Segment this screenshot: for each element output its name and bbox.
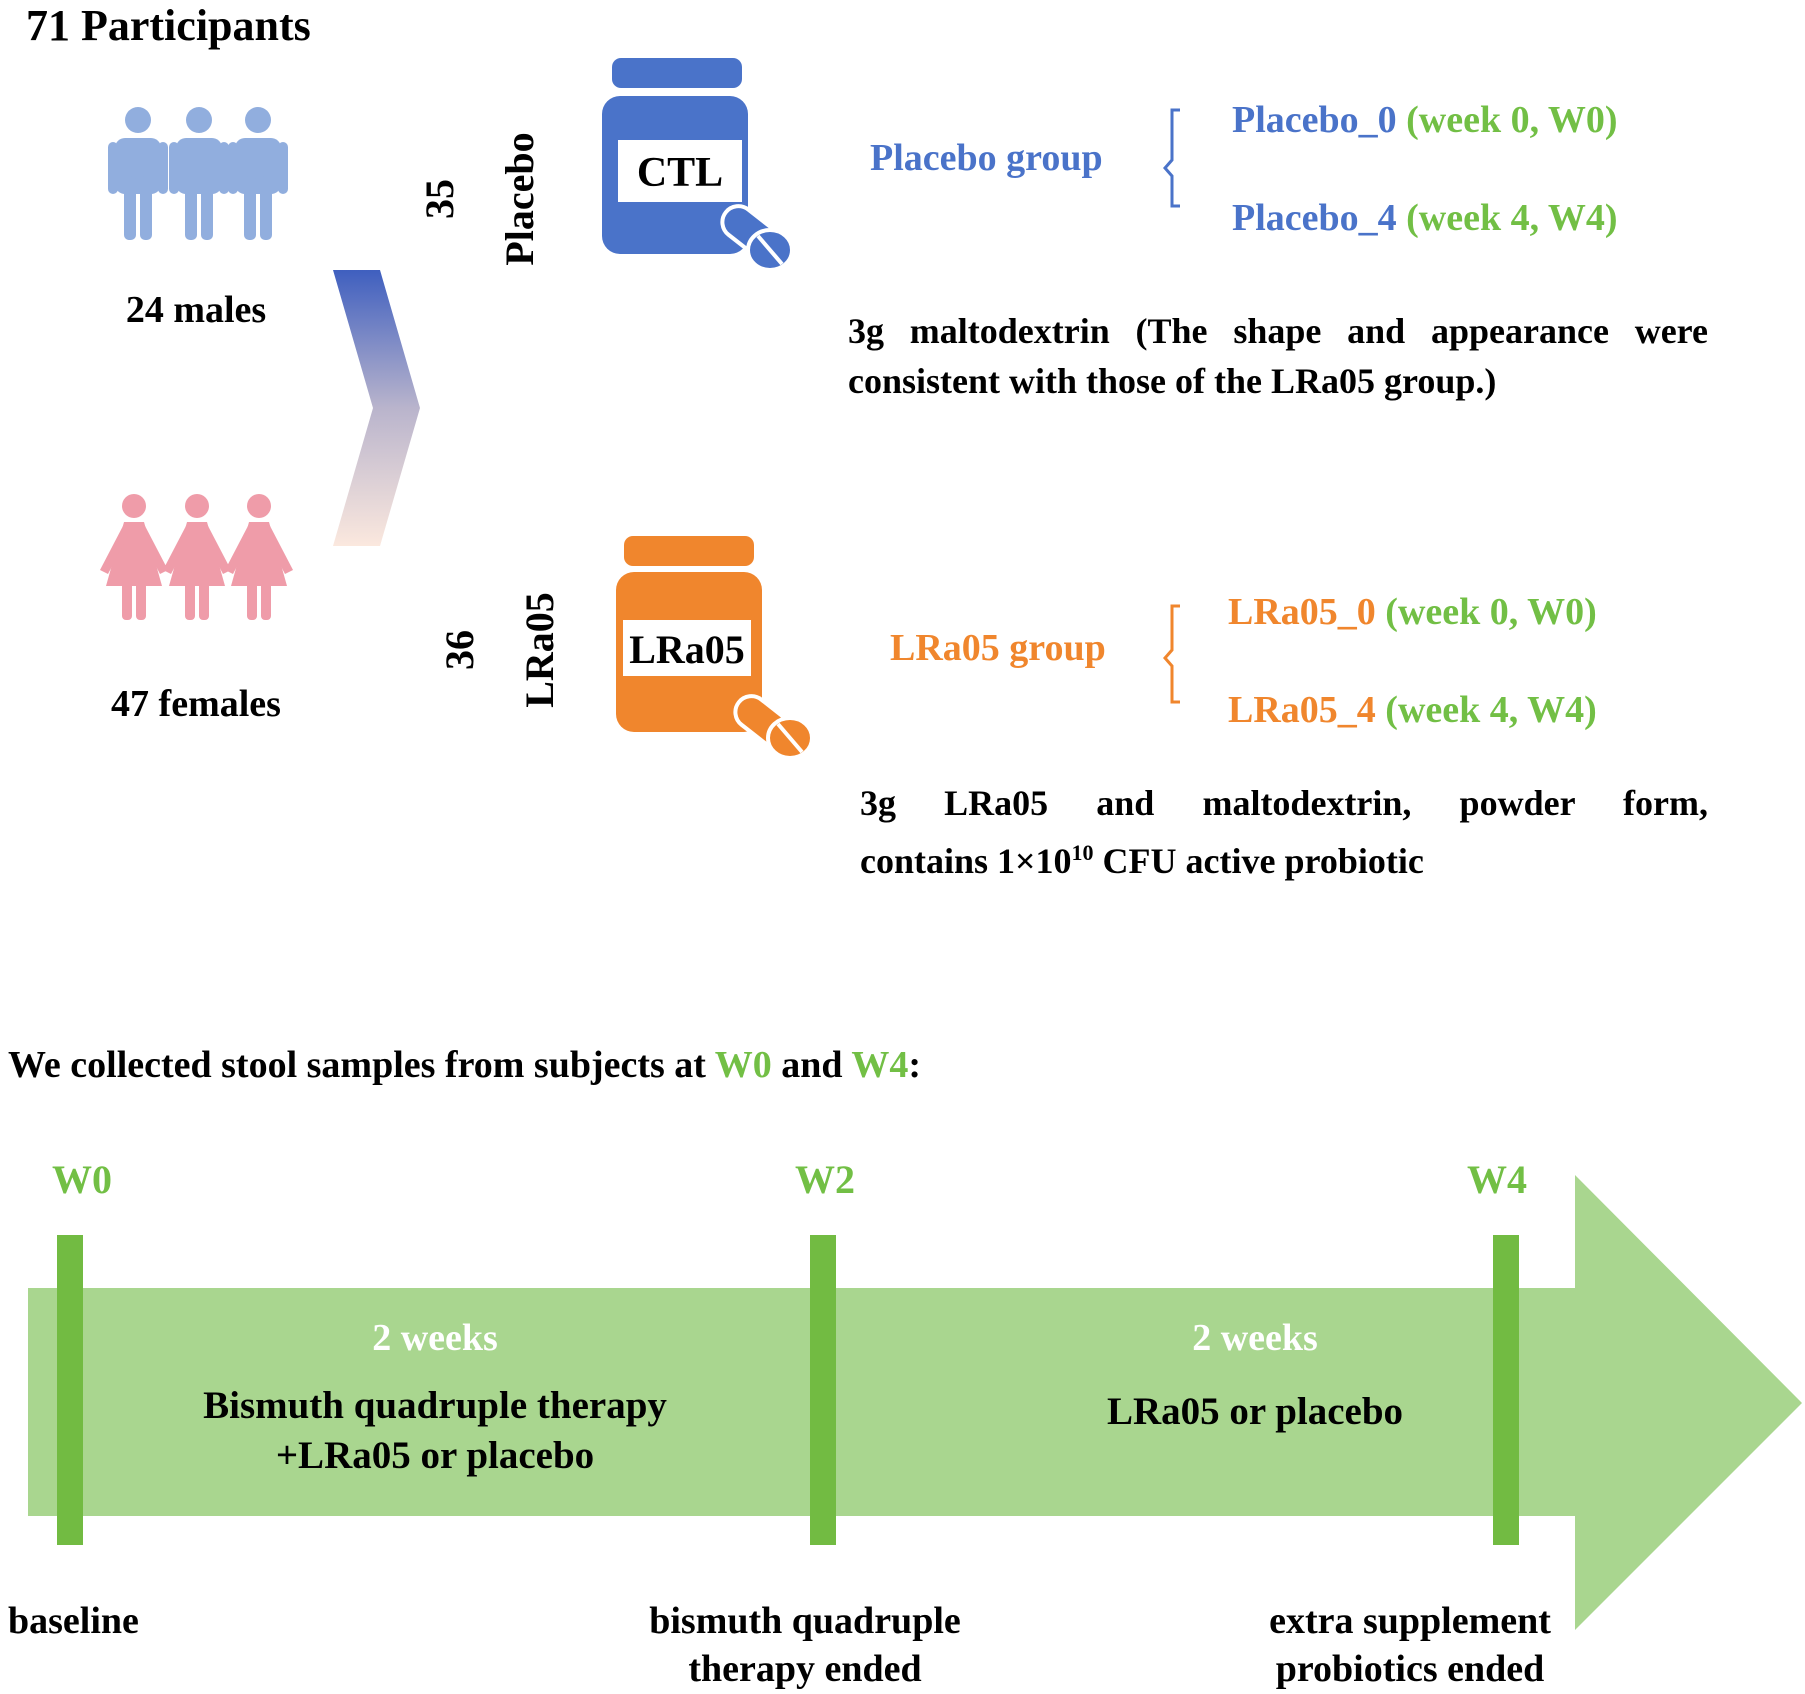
lra05-sample-w4-id: LRa05_4 bbox=[1228, 689, 1376, 731]
timeline-tick-w2 bbox=[810, 1235, 836, 1545]
placebo-bottle-label: CTL bbox=[636, 150, 724, 196]
placebo-group-label: Placebo group bbox=[870, 137, 1103, 179]
timeline-marker-w4: W4 bbox=[1467, 1157, 1527, 1202]
collection-sentence-w4: W4 bbox=[851, 1044, 909, 1086]
collection-sentence-part1: We collected stool samples from subjects… bbox=[8, 1044, 715, 1086]
bottom-label-w2-line2: therapy ended bbox=[688, 1648, 922, 1690]
segment2-line1: LRa05 or placebo bbox=[1106, 1390, 1404, 1433]
lra05-description-pre: contains 1×10 bbox=[860, 841, 1072, 881]
placebo-sample-w0-id: Placebo_0 bbox=[1232, 99, 1397, 141]
placebo-sample-w0-week: (week 0, W0) bbox=[1396, 99, 1618, 141]
segment1-line1: Bismuth quadruple therapy bbox=[203, 1384, 667, 1427]
collection-sentence-w0: W0 bbox=[714, 1044, 772, 1086]
segment1-duration: 2 weeks bbox=[372, 1317, 498, 1359]
lra05-sample-w0-week: (week 0, W0) bbox=[1375, 591, 1597, 633]
timeline-arrow-icon bbox=[28, 1175, 1802, 1630]
collection-sentence-part3: : bbox=[908, 1044, 922, 1086]
females-icon-group bbox=[100, 494, 293, 620]
placebo-sample-w4: Placebo_4 (week 4, W4) bbox=[1232, 196, 1618, 240]
timeline-tick-w4 bbox=[1493, 1235, 1519, 1545]
page-title: 71 Participants bbox=[26, 1, 311, 50]
lra05-sample-w4: LRa05_4 (week 4, W4) bbox=[1228, 688, 1597, 732]
female-person-icon bbox=[225, 494, 293, 620]
timeline-tick-w0 bbox=[57, 1235, 83, 1545]
timeline-marker-w0: W0 bbox=[52, 1157, 112, 1202]
lra05-group-label: LRa05 group bbox=[890, 627, 1106, 669]
placebo-vertical-count: 35 bbox=[417, 179, 462, 219]
lra05-description-line1: 3g LRa05 and maltodextrin, powder form, bbox=[860, 783, 1708, 823]
lra05-vertical-name: LRa05 bbox=[517, 592, 562, 708]
males-icon-group bbox=[108, 107, 288, 240]
male-person-icon bbox=[228, 107, 288, 240]
placebo-vertical-name: Placebo bbox=[497, 132, 542, 266]
lra05-description-post: CFU active probiotic bbox=[1093, 841, 1424, 881]
lra05-description-line2: contains 1×1010 CFU active probiotic bbox=[860, 828, 1424, 886]
pill-bottle-icon bbox=[602, 58, 748, 254]
bottom-label-w0: baseline bbox=[8, 1600, 139, 1642]
collection-sentence-part2: and bbox=[771, 1044, 852, 1086]
segment1-line2: +LRa05 or placebo bbox=[275, 1434, 595, 1477]
female-person-icon bbox=[163, 494, 231, 620]
segment2-duration: 2 weeks bbox=[1192, 1317, 1318, 1359]
collection-sentence: We collected stool samples from subjects… bbox=[8, 1042, 921, 1088]
females-count-label: 47 females bbox=[111, 683, 281, 725]
lra05-sample-w0: LRa05_0 (week 0, W0) bbox=[1228, 590, 1597, 634]
bracket-icon bbox=[1163, 108, 1180, 208]
bottom-label-w4-line1: extra supplement bbox=[1269, 1600, 1551, 1642]
male-person-icon bbox=[169, 107, 229, 240]
placebo-sample-w0: Placebo_0 (week 0, W0) bbox=[1232, 98, 1618, 142]
capsule-icon bbox=[733, 694, 814, 760]
female-person-icon bbox=[100, 494, 168, 620]
pill-bottle-icon bbox=[616, 536, 762, 732]
lra05-description-exponent: 10 bbox=[1071, 840, 1094, 865]
lra05-sample-w0-id: LRa05_0 bbox=[1228, 591, 1376, 633]
placebo-description: 3g maltodextrin (The shape and appearanc… bbox=[848, 311, 1708, 401]
males-count-label: 24 males bbox=[125, 289, 267, 331]
lra05-sample-w4-week: (week 4, W4) bbox=[1375, 689, 1597, 731]
chevron-arrow-icon bbox=[333, 270, 420, 546]
bracket-icon bbox=[1163, 604, 1180, 704]
bottom-label-w2-line1: bismuth quadruple bbox=[649, 1600, 961, 1642]
placebo-sample-w4-week: (week 4, W4) bbox=[1396, 197, 1618, 239]
timeline-marker-w2: W2 bbox=[795, 1157, 855, 1202]
bottom-label-w4-line2: probiotics ended bbox=[1275, 1648, 1545, 1690]
lra05-bottle-label: LRa05 bbox=[629, 627, 745, 672]
placebo-sample-w4-id: Placebo_4 bbox=[1232, 197, 1397, 239]
male-person-icon bbox=[108, 107, 168, 240]
lra05-vertical-count: 36 bbox=[437, 630, 482, 670]
capsule-icon bbox=[720, 204, 794, 272]
